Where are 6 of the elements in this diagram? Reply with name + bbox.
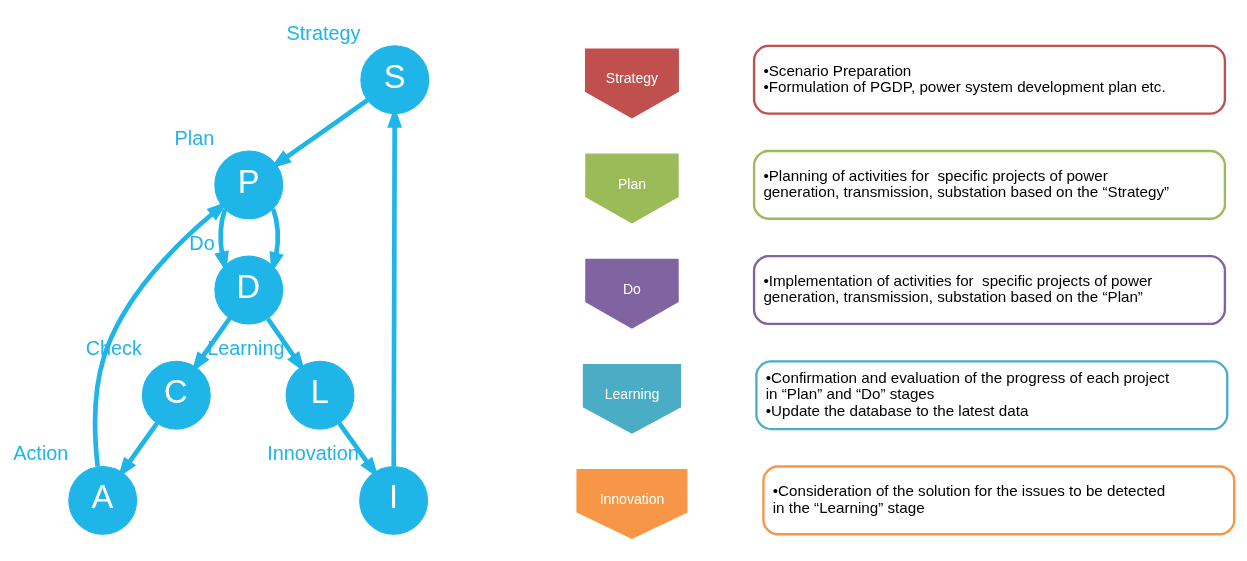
node-label: Action (13, 441, 69, 464)
node-label: Strategy (286, 21, 361, 44)
node-label: Plan (174, 126, 215, 149)
node-label: Learning (207, 336, 285, 359)
node-label: Innovation (267, 441, 359, 464)
node-label: Do (189, 231, 215, 254)
